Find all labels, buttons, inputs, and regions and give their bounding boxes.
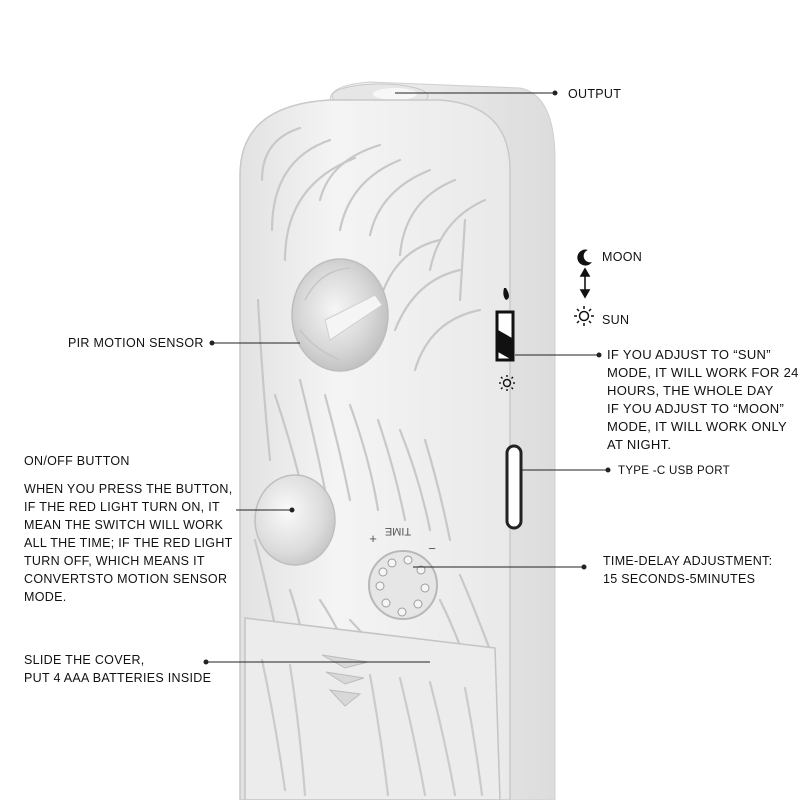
switch-sun-icon bbox=[499, 375, 515, 391]
output-label: OUTPUT bbox=[568, 87, 622, 101]
time-minus-sign: − bbox=[428, 541, 436, 556]
mode-switch bbox=[495, 288, 515, 391]
mode-description: If you adjust to “SUN” mode, it will wor… bbox=[607, 347, 799, 452]
moon-legend-icon bbox=[577, 249, 592, 266]
time-delay-label: Time-delay adjustment: 15 seconds-5minut… bbox=[603, 554, 773, 586]
leader-lines bbox=[203, 90, 611, 665]
on-off-button-shape bbox=[254, 474, 336, 566]
battery-label: Slide the cover, put 4 AAA batteries ins… bbox=[24, 653, 212, 685]
up-down-arrow-icon bbox=[579, 267, 591, 299]
pir-sensor-dome bbox=[291, 258, 389, 372]
time-knob: TIME + − bbox=[368, 525, 438, 620]
usb-label: TYPE -C USB PORT bbox=[618, 465, 730, 477]
moon-label: MOON bbox=[602, 250, 643, 264]
usb-c-port bbox=[505, 444, 523, 530]
time-plus-sign: + bbox=[369, 531, 377, 546]
sun-label: SUN bbox=[602, 313, 630, 327]
pir-label: PIR MOTION SENSOR bbox=[68, 336, 204, 350]
switch-moon-icon bbox=[503, 288, 509, 300]
onoff-description: When you press the button, if the red li… bbox=[24, 482, 233, 604]
sun-legend-icon bbox=[574, 306, 594, 326]
device-front bbox=[239, 99, 511, 800]
onoff-title: ON/OFF BUTTON bbox=[24, 454, 130, 468]
time-knob-label: TIME bbox=[385, 525, 411, 537]
